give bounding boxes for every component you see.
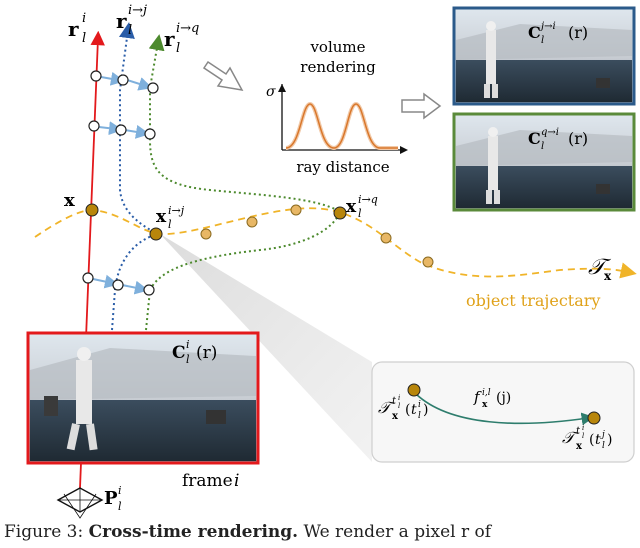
- point-xq-sup: i→q: [358, 193, 378, 206]
- inset-end-arg-base: t: [595, 432, 601, 448]
- volume-rendering-title-1: volume: [309, 38, 365, 56]
- ray-j-label: r: [116, 9, 127, 33]
- ray-q-sup: i→q: [176, 21, 199, 36]
- point-xj-base: x: [156, 207, 167, 227]
- render-top-sub: l: [541, 35, 544, 46]
- inset-func-sup: i,l: [482, 388, 491, 398]
- inset-end-sub: x: [576, 441, 583, 452]
- ray-labels: r i l r i→j l r i→q l: [68, 3, 199, 56]
- render-top-sup: j→i: [539, 21, 556, 32]
- object-trajectory: [34, 207, 637, 279]
- point-xq-base: x: [346, 197, 357, 217]
- sigma-label: σ: [266, 84, 276, 100]
- trajectory-inset: 𝒯 x t i l ( t i l ) f i,l x (j) 𝒯 x t i …: [371, 361, 635, 463]
- inset-end-arg-sub: l: [602, 441, 605, 451]
- inset-func-sub: x: [482, 400, 488, 410]
- render-top-base: C: [528, 23, 541, 42]
- point-xq-sub: l: [358, 207, 362, 220]
- inset-start-close: ): [423, 402, 428, 418]
- frame-color-sub: l: [186, 353, 190, 366]
- ray-j-sup: i→j: [128, 3, 147, 18]
- hollow-arrow-icon: [401, 92, 442, 120]
- volume-rendering-title-2: rendering: [300, 58, 376, 76]
- zoom-cone: [160, 234, 372, 462]
- photo-thumbnail: [30, 400, 256, 461]
- camera-frustum-icon: [56, 487, 104, 519]
- trajectory-text: object trajectary: [466, 291, 600, 310]
- ray-samples: [82, 70, 159, 296]
- inset-end-sup: t: [576, 426, 581, 437]
- caption-prefix: Figure 3:: [4, 522, 84, 542]
- ray-distance-label: ray distance: [296, 158, 389, 176]
- correspondence-arrows: [92, 71, 153, 295]
- point-xj-sup: i→j: [168, 204, 185, 217]
- ray-main-label: r: [68, 17, 79, 41]
- point-xj-sub: l: [168, 218, 172, 231]
- inset-func-base: f: [473, 388, 482, 406]
- render-bottom-sup: q→i: [541, 127, 559, 138]
- trajectory-label: 𝒯 x object trajectary: [466, 255, 612, 310]
- inset-start-sup-sub: l: [398, 402, 400, 410]
- frame-color-arg: (r): [196, 343, 217, 363]
- svg-text:(: (: [589, 432, 594, 448]
- inset-end-sup-sub: l: [582, 432, 584, 440]
- caption-rest: We render a pixel r of: [303, 522, 492, 542]
- render-bottom-arg: (r): [568, 129, 588, 148]
- frame-color-base: C: [172, 343, 186, 363]
- inset-func-arg: (j): [496, 390, 511, 406]
- input-frame: C i l (r): [26, 331, 260, 465]
- figure-caption: Figure 3: Cross-time rendering. We rende…: [4, 522, 640, 548]
- ray-main-sub: l: [82, 31, 86, 46]
- svg-text:): ): [607, 432, 612, 448]
- inset-start-sub: x: [392, 411, 399, 422]
- inset-start-arg-sub: l: [418, 411, 421, 421]
- rendered-frame-bottom: C q→i l (r): [452, 112, 636, 212]
- camera-label: P i l: [104, 484, 122, 513]
- camera-sup: i: [118, 484, 122, 497]
- render-bottom-sub: l: [541, 141, 544, 152]
- caption-bold: Cross-time rendering.: [88, 522, 299, 542]
- inset-start-open: (: [405, 402, 410, 418]
- inset-start-arg-sup: i: [418, 400, 421, 410]
- frame-label-text: frame: [182, 471, 233, 491]
- frame-label-var: i: [234, 471, 239, 491]
- render-bottom-base: C: [528, 129, 541, 148]
- inset-start-sup-sup: i: [398, 394, 400, 402]
- trajectory-points: [85, 203, 434, 268]
- point-x-label: x: [64, 190, 75, 211]
- hollow-arrow-icon: [202, 60, 244, 91]
- camera-base: P: [104, 488, 118, 509]
- inset-start-sup: t: [392, 396, 397, 407]
- frame-color-sup: i: [186, 338, 190, 351]
- ray-q-label: r: [164, 27, 175, 51]
- ray-main-sup: i: [82, 11, 86, 26]
- point-labels: x x i→j l x i→q l: [64, 190, 378, 231]
- volume-rendering-plot: volume rendering σ ray distance: [266, 38, 408, 176]
- rendered-frame-top: C j→i l (r): [452, 6, 636, 106]
- inset-end-arg-sup: j: [600, 430, 605, 440]
- inset-end-sup-sup: i: [582, 424, 584, 432]
- trajectory-sub: x: [604, 269, 612, 283]
- ray-j-sub: l: [128, 23, 132, 38]
- inset-start-arg-base: t: [411, 402, 417, 418]
- ray-q-sub: l: [176, 41, 180, 56]
- camera-sub: l: [118, 500, 122, 513]
- render-top-arg: (r): [568, 23, 588, 42]
